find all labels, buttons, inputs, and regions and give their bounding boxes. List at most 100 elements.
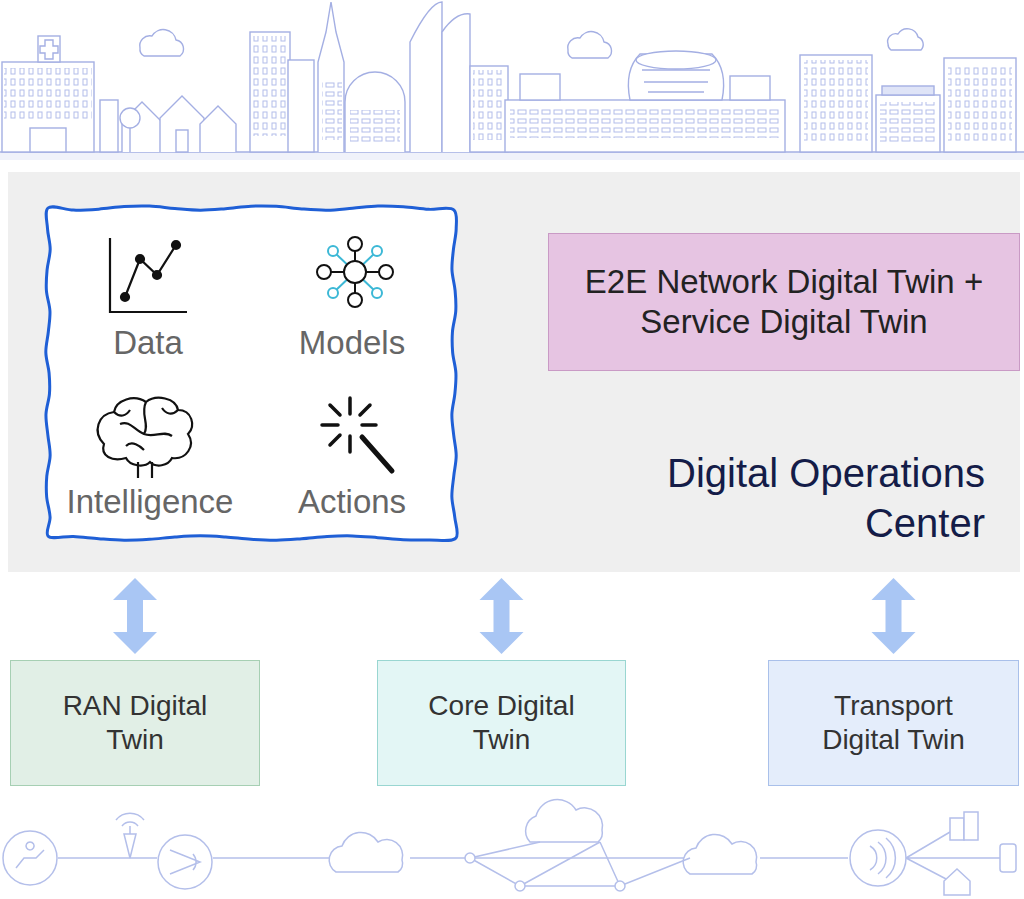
chart-icon <box>136 255 144 263</box>
tall-buildings <box>350 110 400 145</box>
cloud <box>568 32 612 58</box>
houses <box>100 96 236 152</box>
network-illustration <box>470 842 690 886</box>
network-illustration <box>515 881 525 891</box>
box-label: Transport Digital Twin <box>794 689 994 756</box>
office-buildings <box>948 64 1012 144</box>
network-illustration <box>964 812 978 840</box>
network-illustration <box>906 832 1000 880</box>
chart-icon <box>153 271 161 279</box>
hospital <box>30 128 66 152</box>
houses <box>176 130 188 152</box>
chart-icon <box>172 241 180 249</box>
box-label: E2E Network Digital Twin + Service Digit… <box>564 262 1004 341</box>
capability-box: DataModelsIntelligenceActions <box>43 203 459 543</box>
network-model-icon <box>348 293 362 307</box>
cloud <box>140 29 923 58</box>
capability-label: Intelligence <box>40 482 260 522</box>
office-buildings <box>944 58 1016 152</box>
network-model-icon <box>317 237 393 307</box>
tall-buildings <box>250 2 508 152</box>
houses <box>122 102 162 152</box>
double-arrow <box>480 578 524 654</box>
office-buildings <box>882 86 934 95</box>
low-buildings <box>636 51 716 69</box>
chart-icon <box>125 245 176 297</box>
network-illustration <box>329 832 403 872</box>
tall-buildings <box>322 80 342 140</box>
hospital <box>4 68 92 120</box>
magic-wand-icon <box>360 405 370 415</box>
low-buildings <box>505 100 785 152</box>
network-model-icon <box>328 288 338 298</box>
low-buildings <box>642 70 710 92</box>
network-illustration <box>683 834 757 874</box>
office-buildings <box>800 55 1016 152</box>
tall-buildings <box>410 2 442 152</box>
network-model-icon <box>379 265 393 279</box>
network-illustration <box>58 857 157 859</box>
network-illustration <box>760 857 848 859</box>
hospital <box>40 40 58 59</box>
office-buildings <box>800 55 872 152</box>
network-model-icon <box>354 250 356 294</box>
houses <box>100 100 118 152</box>
network-model-icon <box>328 246 382 298</box>
low-buildings <box>628 54 723 100</box>
network-model-icon <box>355 252 376 272</box>
network-illustration <box>870 838 895 878</box>
chart-icon <box>110 238 187 312</box>
box-label: Core Digital Twin <box>412 689 592 756</box>
magic-wand-icon <box>348 436 352 452</box>
brain-icon <box>98 398 192 478</box>
network-model-icon <box>372 246 382 256</box>
chart-icon <box>121 293 129 301</box>
magic-wand-icon <box>330 405 340 415</box>
tall-buildings <box>470 66 508 152</box>
office-buildings <box>880 102 936 142</box>
brain-icon <box>114 402 178 450</box>
network-illustration <box>158 835 212 889</box>
houses <box>160 96 204 152</box>
magic-wand-icon <box>362 437 392 471</box>
hospital <box>38 36 60 62</box>
tall-buildings <box>250 32 290 152</box>
network-illustration <box>465 853 475 863</box>
network-model-icon <box>334 272 355 292</box>
tall-buildings <box>442 14 470 152</box>
magic-wand-icon <box>362 423 376 427</box>
city-skyline <box>0 151 1024 152</box>
houses <box>200 106 236 152</box>
double-arrow <box>872 578 916 654</box>
network-model-icon <box>317 237 393 307</box>
hospital <box>2 62 94 152</box>
network-illustration <box>170 850 200 874</box>
capability-label: Models <box>242 323 462 363</box>
magic-wand-icon <box>330 435 340 445</box>
box-label: RAN Digital Twin <box>45 689 225 756</box>
hospital <box>2 36 94 152</box>
magic-wand-icon <box>322 423 338 427</box>
operations-center-panel: DataModelsIntelligenceActionsE2E Network… <box>8 172 1020 572</box>
houses <box>120 108 140 128</box>
tall-buildings <box>345 72 405 152</box>
network-illustration <box>410 857 690 859</box>
network-model-icon <box>348 237 362 251</box>
cloud <box>888 29 924 50</box>
core-twin-box: Core Digital Twin <box>377 660 626 786</box>
chart-icon <box>110 238 187 312</box>
tall-buildings <box>318 2 344 152</box>
brain-icon <box>138 462 152 478</box>
low-buildings <box>510 108 780 138</box>
network-model-icon <box>372 288 382 298</box>
brain-icon <box>98 398 192 466</box>
network-model-icon <box>330 271 380 273</box>
ran-twin-box: RAN Digital Twin <box>10 660 260 786</box>
tall-buildings <box>473 70 505 140</box>
network-illustration <box>3 800 1016 895</box>
office-buildings <box>804 60 868 144</box>
city-skyline <box>0 152 1024 160</box>
houses <box>129 128 130 152</box>
